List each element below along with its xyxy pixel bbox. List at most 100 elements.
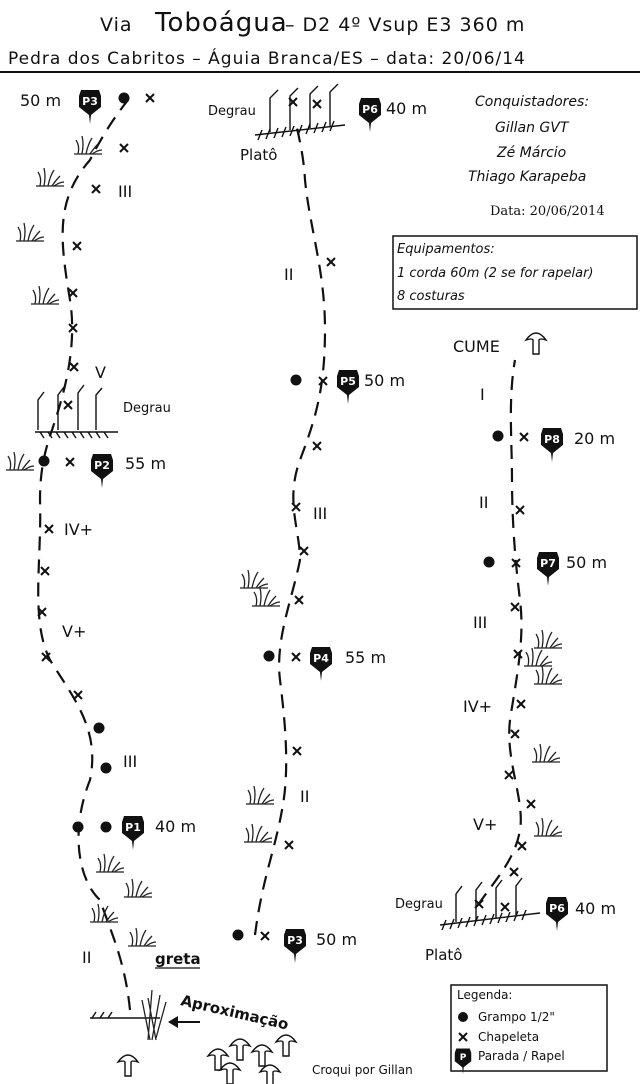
column-2-route: Degrau Platô P6 40 m P5 50 m P4 55 m: [208, 83, 427, 963]
author-credit: Croqui por Gillan: [312, 1063, 413, 1077]
grampo: [483, 556, 495, 568]
vegetation: [30, 285, 60, 305]
chapeleta: [68, 323, 78, 333]
equipment-box: Equipamentos: 1 corda 60m (2 se for rape…: [392, 235, 638, 310]
chapeleta: [69, 362, 79, 372]
chapeleta: [510, 602, 520, 612]
chapeleta: [504, 770, 514, 780]
grade-label: III: [118, 182, 132, 201]
station-length: 55 m: [345, 648, 386, 667]
grampo: [100, 762, 112, 774]
grade-label: V+: [473, 815, 497, 834]
approach-arrow-head: [168, 1016, 178, 1028]
chapeleta: [509, 867, 519, 877]
degrau-label-3: Degrau: [395, 897, 443, 912]
vegetation: [251, 587, 281, 607]
vegetation: [531, 743, 561, 763]
station-p5: P5 50 m: [337, 370, 405, 404]
approach-area: greta Aproximação Croqui por Gillan: [90, 950, 413, 1084]
vegetation: [15, 222, 45, 242]
grampo: [290, 374, 302, 386]
title-prefix: Via: [100, 14, 133, 36]
credits: Conquistadores: Gillan GVT Zé Márcio Thi…: [468, 94, 605, 219]
chapeleta: [63, 400, 73, 410]
grade-label: II: [300, 787, 309, 806]
grade-label: II: [82, 948, 91, 967]
legend-item-label: Chapeleta: [478, 1030, 539, 1044]
chapeleta: [284, 840, 294, 850]
grade-label: II: [479, 493, 488, 512]
chapeleta: [312, 441, 322, 451]
chapeleta: [44, 524, 54, 534]
grampo: [72, 821, 84, 833]
ledge-degrau-3: [439, 877, 541, 931]
station-code: P2: [94, 459, 110, 472]
station-length: 50 m: [20, 91, 61, 110]
station-p4: P4 55 m: [310, 647, 386, 681]
chapeleta: [510, 729, 520, 739]
station-code: P8: [544, 433, 560, 446]
vegetation: [533, 665, 563, 685]
station-code: P4: [313, 652, 329, 665]
vegetation: [245, 785, 275, 805]
chapeleta: [65, 457, 75, 467]
equipment-item-2: 8 costuras: [397, 289, 465, 304]
grade-label: IV+: [463, 697, 492, 716]
tree-icon: [219, 1062, 241, 1084]
vegetation: [533, 629, 563, 649]
header: Via Toboágua – D2 4º Vsup E3 360 m Pedra…: [0, 8, 640, 73]
chapeleta: [291, 652, 301, 662]
station-p3-top: P3 50 m: [20, 90, 101, 124]
ledge-degrau-2: [254, 83, 346, 141]
station-length: 50 m: [566, 553, 607, 572]
station-p7: P7 50 m: [537, 552, 607, 586]
route-grade: – D2 4º Vsup E3 360 m: [285, 14, 525, 36]
credits-date: Data: 20/06/2014: [490, 204, 605, 219]
chapeleta: [526, 799, 536, 809]
legend-badge-letter: P: [460, 1053, 467, 1063]
vegetation: [89, 903, 119, 923]
summit-tree-icon: [525, 332, 547, 355]
vegetation: [35, 167, 65, 187]
station-code: P6: [362, 103, 378, 116]
tree-icon: [251, 1044, 273, 1067]
station-code: P3: [287, 934, 303, 947]
legend-item-label: Parada / Rapel: [478, 1049, 565, 1063]
vegetation: [127, 927, 157, 947]
station-p6-lower: P6 40 m: [546, 897, 616, 931]
grade-label: III: [123, 752, 137, 771]
station-p6: P6 40 m: [359, 98, 427, 132]
chapeleta: [326, 257, 336, 267]
column-3-route: CUME Degrau Platô P8 20 m: [395, 332, 616, 964]
grampo: [100, 821, 112, 833]
equipment-item-1: 1 corda 60m (2 se for rapelar): [397, 266, 593, 281]
legend-p-badge-icon: P: [454, 1048, 472, 1074]
station-p2: P2 55 m: [91, 454, 166, 488]
chapeleta: [515, 505, 525, 515]
grampo: [93, 722, 105, 734]
legend-heading: Legenda:: [457, 988, 512, 1002]
chapeleta: [72, 241, 82, 251]
station-p3: P3 50 m: [284, 929, 357, 963]
credits-name-3: Thiago Karapeba: [468, 169, 586, 185]
grade-label: V: [95, 363, 106, 382]
ledge-degrau-1: [35, 384, 118, 439]
grade-label: II: [284, 265, 293, 284]
chapeleta: [516, 699, 526, 709]
grampo: [263, 650, 275, 662]
station-code: P7: [540, 557, 556, 570]
legend-item-label: Grampo 1/2": [478, 1010, 555, 1024]
grade-label: III: [313, 504, 327, 523]
chapeleta: [312, 99, 322, 109]
station-code: P1: [125, 821, 141, 834]
station-code: P6: [549, 902, 565, 915]
station-p1: P1 40 m: [122, 816, 196, 850]
vegetation: [239, 569, 269, 589]
equipment-heading: Equipamentos:: [397, 242, 495, 257]
grade-label: V+: [62, 622, 86, 641]
plato-label-1: Platô: [240, 146, 277, 164]
chapeleta: [292, 746, 302, 756]
greta-label: greta: [155, 950, 201, 968]
chapeleta: [291, 502, 301, 512]
